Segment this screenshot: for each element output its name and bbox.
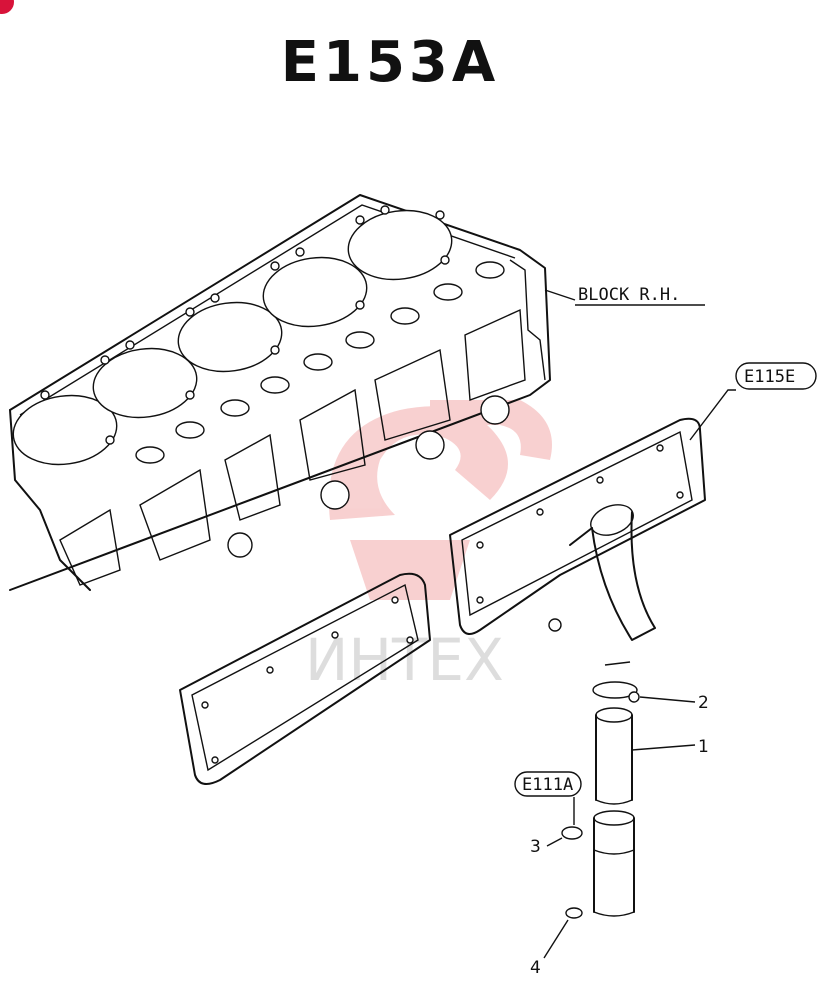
callout-4: 4 <box>530 958 541 978</box>
cylinder-block <box>9 194 551 591</box>
ref-lower-label: E111A <box>522 775 573 795</box>
breather-elbow <box>548 504 656 666</box>
callout-1: 1 <box>698 737 709 757</box>
lower-pipe <box>593 810 635 917</box>
block-label: BLOCK R.H. <box>578 285 680 305</box>
washer-part-4: 4 <box>530 907 583 978</box>
watermark-text: ИНТЕХ <box>305 626 504 694</box>
callout-3: 3 <box>530 837 541 857</box>
side-cover-upper <box>449 417 706 635</box>
ref-upper-label: E115E <box>744 367 795 387</box>
clamp-part-2: 2 <box>592 681 709 713</box>
ref-upper-group: E115E <box>689 362 817 441</box>
gasket-lower <box>179 572 431 785</box>
block-label-group: BLOCK R.H. <box>544 285 705 306</box>
ref-lower-group: E111A <box>514 771 582 825</box>
ring-part-3: 3 E111A <box>514 771 583 857</box>
callout-2: 2 <box>698 693 709 713</box>
page-title: E153A <box>280 30 500 95</box>
hose-part-1: 1 <box>595 707 709 805</box>
